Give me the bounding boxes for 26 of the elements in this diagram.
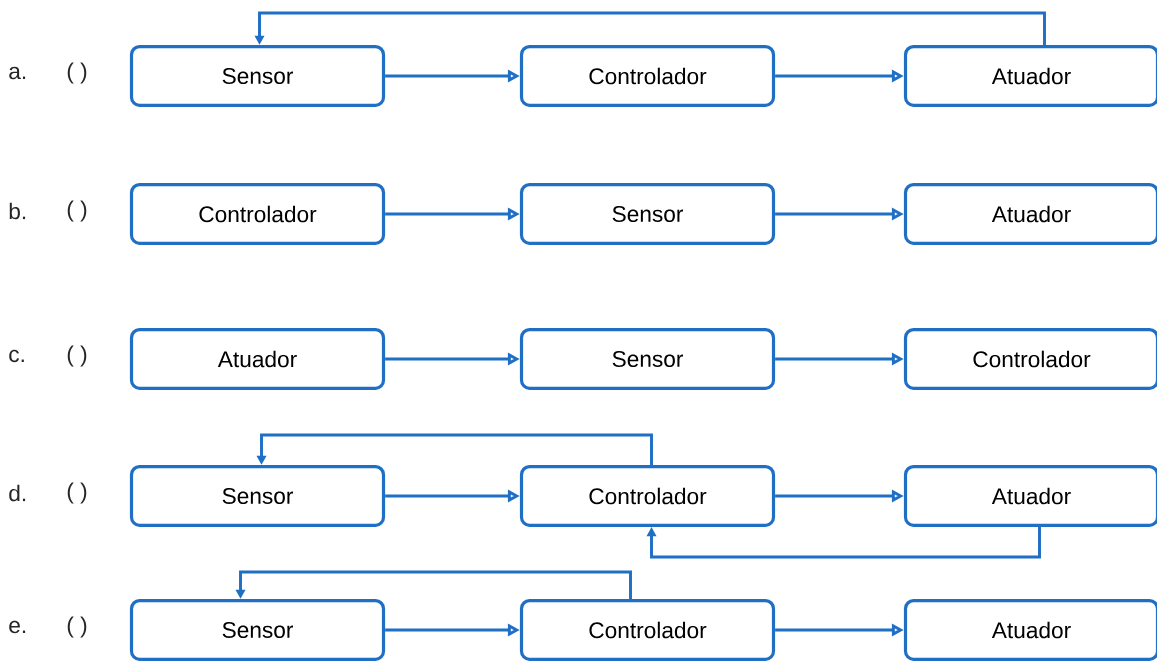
answer-parentheses: ( ) (67, 482, 87, 504)
option-letter: a. (9, 66, 26, 80)
process-box: Controlador (903, 328, 1157, 390)
process-box: Atuador (903, 45, 1157, 107)
process-box: Sensor (129, 45, 386, 107)
arrow (646, 526, 1041, 559)
process-box: Controlador (129, 183, 386, 245)
process-box: Atuador (129, 328, 386, 390)
process-box: Controlador (519, 465, 776, 527)
process-box: Atuador (903, 599, 1157, 661)
option-letter: c. (9, 349, 24, 363)
answer-parentheses: ( ) (67, 200, 87, 222)
option-letter: b. (9, 202, 26, 220)
process-box: Sensor (519, 183, 776, 245)
process-box: Sensor (129, 599, 386, 661)
process-box: Sensor (129, 465, 386, 527)
option-letter: d. (9, 484, 26, 502)
process-box: Atuador (903, 465, 1157, 527)
answer-parentheses: ( ) (67, 616, 87, 638)
option-letter: e. (9, 620, 26, 634)
answer-parentheses: ( ) (67, 62, 87, 84)
process-box: Sensor (519, 328, 776, 390)
process-box: Atuador (903, 183, 1157, 245)
process-box: Controlador (519, 45, 776, 107)
process-box: Controlador (519, 599, 776, 661)
answer-parentheses: ( ) (67, 345, 87, 367)
